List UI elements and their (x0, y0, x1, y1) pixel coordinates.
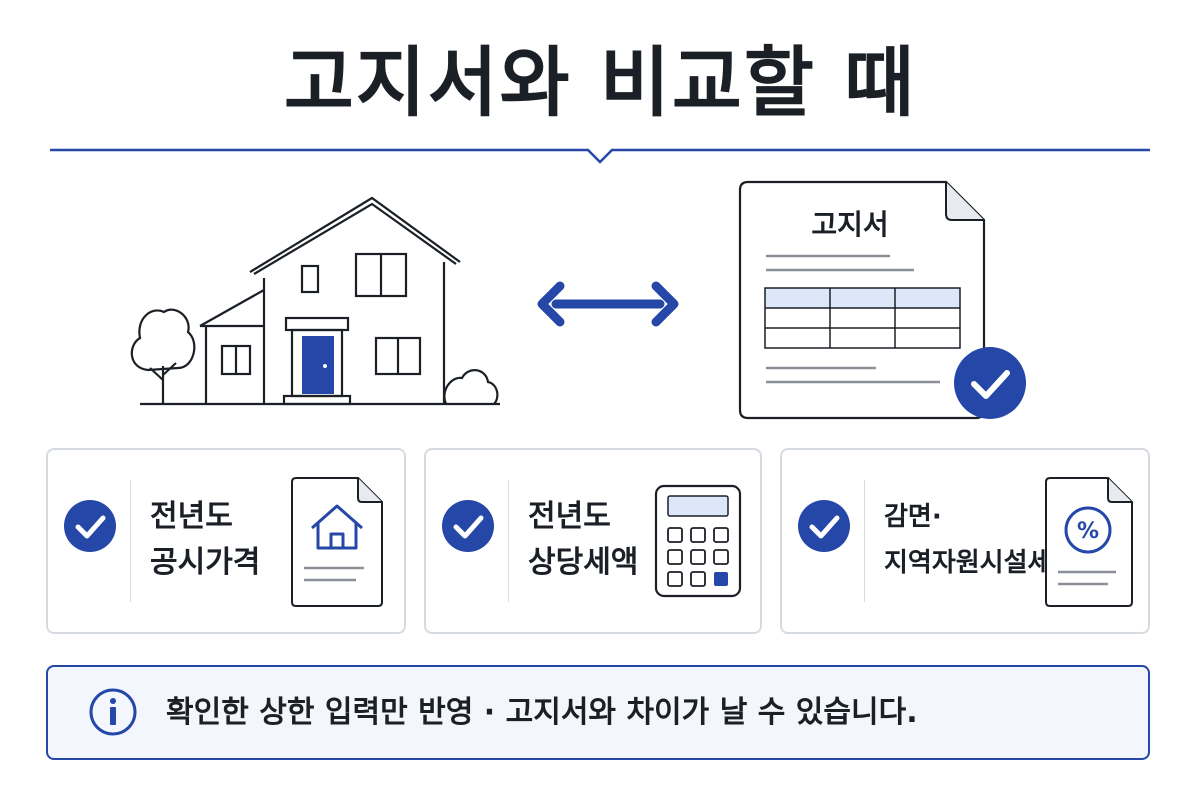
comparison-illustration: 고지서 (130, 180, 1026, 420)
info-notice: 확인한 상한 입력만 반영 · 고지서와 차이가 날 수 있습니다. (46, 665, 1150, 760)
card-label-line2: 지역자원시설세 (884, 548, 1052, 578)
compare-arrow-icon (537, 281, 679, 327)
door-shape (302, 336, 334, 394)
card-label-line2: 상당세액 (528, 545, 639, 580)
card-label: 전년도 상당세액 (528, 494, 678, 586)
house-icon (140, 196, 500, 406)
notice-text: 확인한 상한 입력만 반영 · 고지서와 차이가 날 수 있습니다. (166, 695, 918, 730)
calculator-icon (654, 484, 742, 598)
bill-heading: 고지서 (811, 208, 888, 241)
bill-document-icon (738, 180, 1026, 420)
card-label: 전년도 공시가격 (150, 494, 300, 586)
card-label-line1: 감면· (884, 502, 942, 532)
info-card-prior-year-price: 전년도 공시가격 (46, 448, 406, 634)
check-circle-icon (442, 500, 494, 552)
percent-document-icon: % (1045, 477, 1133, 607)
card-label-line1: 전년도 (150, 499, 233, 534)
info-card-prior-year-tax: 전년도 상당세액 (424, 448, 762, 634)
check-circle-icon (798, 500, 850, 552)
page-title: 고지서와 비교할 때 (283, 38, 917, 127)
card-label-line2: 공시가격 (150, 545, 261, 580)
card-label-line1: 전년도 (528, 499, 611, 534)
tree-icon (130, 308, 196, 404)
info-icon (89, 688, 137, 736)
house-document-icon (291, 477, 383, 607)
info-card-reduction-regional-tax: 감면· 지역자원시설세 % (780, 448, 1150, 634)
check-circle-icon (64, 500, 116, 552)
title-divider (50, 148, 1150, 164)
card-label: 감면· 지역자원시설세 (884, 494, 1052, 586)
svg-text:%: % (1077, 519, 1099, 544)
